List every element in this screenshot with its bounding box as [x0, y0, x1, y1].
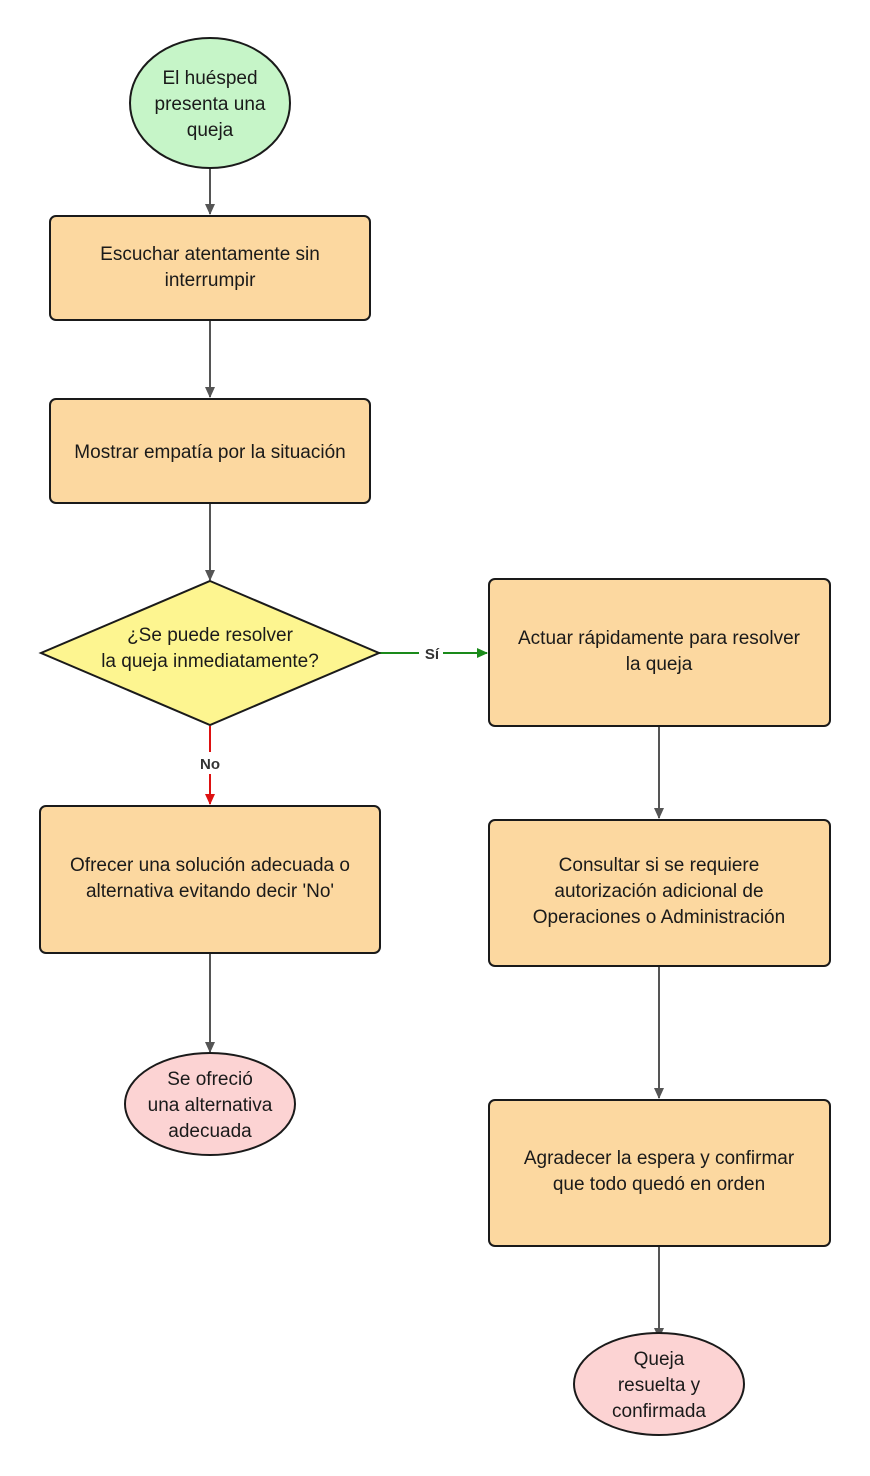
yes-label-bg — [419, 642, 443, 664]
label-line: que todo quedó en orden — [553, 1174, 765, 1195]
listen-shape — [49, 215, 371, 321]
offer-label: Ofrecer una solución adecuada o alternati… — [70, 855, 350, 902]
label-line: presenta una — [155, 94, 266, 115]
no-label: No — [200, 756, 220, 773]
yes-label: Sí — [425, 646, 440, 663]
node-thank: Agradecer la espera y confirmar que todo … — [488, 1099, 831, 1247]
listen-label: Escuchar atentamente sin interrumpir — [100, 244, 320, 291]
start-shape — [129, 37, 291, 169]
label-line: Queja — [634, 1349, 685, 1370]
label-line: queja — [187, 120, 234, 141]
label-line: Agradecer la espera y confirmar — [524, 1148, 795, 1169]
no-label-bg — [194, 752, 226, 774]
act-shape — [488, 578, 831, 727]
empathy-shape — [49, 398, 371, 504]
label-line: la queja — [626, 654, 693, 675]
node-consult: Consultar si se requiere autorización adi… — [488, 819, 831, 967]
label-line: Consultar si se requiere — [559, 855, 760, 876]
end-resolved-shape — [573, 1332, 745, 1436]
end-resolved-label: Queja resuelta y confirmada — [612, 1349, 706, 1422]
label-line: confirmada — [612, 1401, 706, 1422]
decision-label: ¿Se puede resolver la queja inmediatament… — [101, 625, 319, 672]
node-end-alternative: Se ofreció una alternativa adecuada — [124, 1052, 296, 1156]
label-line: alternativa evitando decir 'No' — [86, 881, 334, 902]
decision-shape — [38, 579, 382, 727]
node-listen: Escuchar atentamente sin interrumpir — [49, 215, 371, 321]
label-line: Mostrar empatía por la situación — [74, 442, 345, 463]
label-line: una alternativa — [148, 1095, 273, 1116]
label-line: Se ofreció — [167, 1069, 253, 1090]
label-line: Escuchar atentamente sin — [100, 244, 320, 265]
node-decision: ¿Se puede resolver la queja inmediatament… — [38, 579, 382, 727]
node-start: El huésped presenta una queja — [129, 37, 291, 169]
consult-label: Consultar si se requiere autorización adi… — [533, 855, 785, 928]
thank-label: Agradecer la espera y confirmar que todo … — [524, 1148, 795, 1195]
consult-shape — [488, 819, 831, 967]
node-offer: Ofrecer una solución adecuada o alternati… — [39, 805, 381, 954]
node-act: Actuar rápidamente para resolver la queja — [488, 578, 831, 727]
label-line: El huésped — [162, 68, 257, 89]
act-label: Actuar rápidamente para resolver la queja — [518, 628, 801, 675]
empathy-label: Mostrar empatía por la situación — [74, 442, 345, 463]
offer-shape — [39, 805, 381, 954]
label-line: Operaciones o Administración — [533, 907, 785, 928]
end-alternative-shape — [124, 1052, 296, 1156]
label-line: adecuada — [168, 1121, 252, 1142]
label-line: Ofrecer una solución adecuada o — [70, 855, 350, 876]
label-line: ¿Se puede resolver — [127, 625, 293, 646]
label-line: la queja inmediatamente? — [101, 651, 319, 672]
label-line: resuelta y — [618, 1375, 701, 1396]
label-line: interrumpir — [165, 270, 256, 291]
label-line: Actuar rápidamente para resolver — [518, 628, 801, 649]
node-end-resolved: Queja resuelta y confirmada — [573, 1332, 745, 1436]
label-line: autorización adicional de — [554, 881, 763, 902]
thank-shape — [488, 1099, 831, 1247]
start-label: El huésped presenta una queja — [155, 68, 266, 141]
end-alternative-label: Se ofreció una alternativa adecuada — [148, 1069, 273, 1142]
node-empathy: Mostrar empatía por la situación — [49, 398, 371, 504]
